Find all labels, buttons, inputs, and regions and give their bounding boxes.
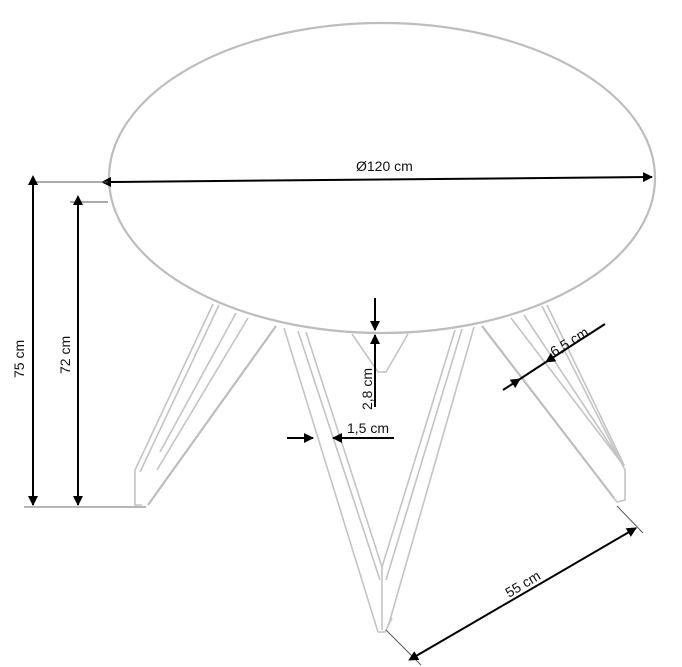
right-leg: [481, 304, 626, 503]
height-dimensions: 75 cm 72 cm: [11, 175, 146, 508]
leg-height-label: 72 cm: [57, 336, 73, 374]
center-leg: [283, 326, 475, 633]
left-leg: [134, 303, 277, 506]
leg-width-dimension: 6,5 cm: [502, 323, 606, 391]
thickness-dimension: 2,8 cm: [359, 298, 380, 410]
diameter-label: Ø120 cm: [356, 158, 413, 174]
rod-width-dimension: 1,5 cm: [287, 420, 394, 443]
total-height-label: 75 cm: [11, 340, 27, 378]
leg-span-label: 55 cm: [502, 567, 543, 600]
rod-width-label: 1,5 cm: [347, 420, 389, 436]
thickness-label: 2,8 cm: [359, 368, 375, 410]
leg-span-dimension: 55 cm: [385, 505, 644, 666]
diameter-dimension: Ø120 cm: [101, 158, 653, 187]
